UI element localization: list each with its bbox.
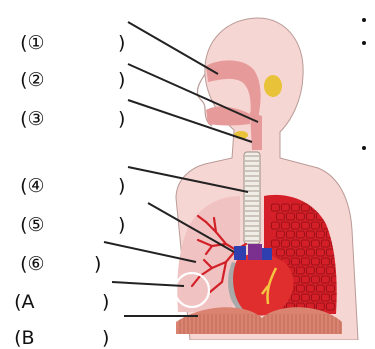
label-b-mark: B [22,327,35,349]
leader-line-1 [128,22,218,74]
vessel-blue-left [234,246,246,260]
label-a-close: ) [102,291,109,313]
label-3-open: ( [20,108,27,130]
respiratory-system-diagram [0,0,375,340]
label-b-close: ) [102,327,109,349]
vessel-blue-right [262,248,272,260]
label-3-close: ) [118,108,125,130]
label-b: (B) [2,305,35,349]
label-3-mark: ③ [28,108,45,130]
label-b-open: ( [14,327,21,349]
label-4-close: ) [118,175,125,197]
pharynx [250,112,262,150]
leader-line-a [112,282,184,286]
label-2: (②) [8,47,45,91]
vessel-purple [248,244,262,260]
bullet-dot-3 [362,146,366,150]
label-5-close: ) [118,214,125,236]
label-4: (④) [8,153,45,197]
label-6-close: ) [94,253,101,275]
label-1-close: ) [118,32,125,54]
parotid-gland [264,75,282,97]
label-2-close: ) [118,69,125,91]
label-3: (③) [8,86,45,130]
diaphragm-fibers [180,314,340,334]
bullet-dot-1 [362,18,366,22]
label-5: (⑤) [8,192,45,236]
bullet-dot-2 [362,41,366,45]
